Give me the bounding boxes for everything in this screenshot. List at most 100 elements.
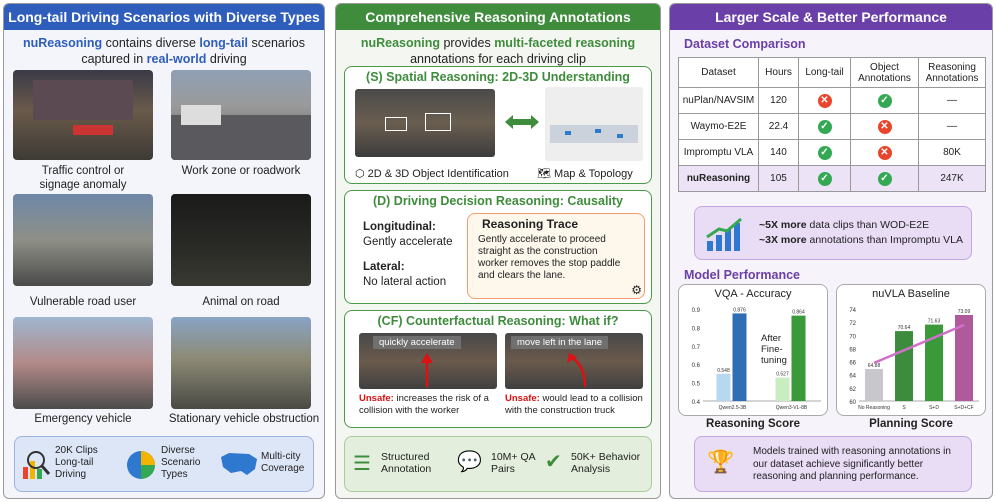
cf-image-a: quickly accelerate <box>359 333 497 389</box>
car-check-icon: ✔ <box>545 451 562 473</box>
table-cell-icon: ✕ <box>850 113 919 140</box>
y-tick-label: 68 <box>849 347 856 353</box>
table-cell: 80K <box>918 139 986 166</box>
summary-callout: 🏆 Models trained with reasoning annotati… <box>694 436 972 492</box>
data-label: 73.09 <box>958 309 971 315</box>
cross-icon: ✕ <box>817 93 832 108</box>
table-cell-icon: ✓ <box>798 113 851 140</box>
spatial-box: (S) Spatial Reasoning: 2D-3D Understandi… <box>344 66 652 184</box>
data-label: 0.876 <box>733 307 746 313</box>
panel-title: Comprehensive Reasoning Annotations <box>336 4 660 30</box>
scenario-image-workzone <box>171 70 311 160</box>
reasoning-trace-card: Reasoning Trace Gently accelerate to pro… <box>467 213 645 299</box>
x-tick-label: S+D <box>929 405 939 411</box>
stat-qa: 10M+ QA Pairs <box>491 451 536 475</box>
magnifier-chart-icon <box>23 451 51 479</box>
scenario-image-stationary <box>171 317 311 409</box>
cross-icon: ✕ <box>877 145 892 160</box>
table-cell: Impromptu VLA <box>678 139 759 166</box>
bar <box>775 377 790 401</box>
qa-bubble-icon: 💬 <box>457 451 482 473</box>
bev-map-image <box>545 87 643 161</box>
panel-intro: nuReasoning contains diverse long-tail s… <box>22 36 306 66</box>
table-cell-icon: ✓ <box>850 165 919 192</box>
caption-stationary: Stationary vehicle obstruction <box>168 413 320 425</box>
table-cell: 247K <box>918 165 986 192</box>
double-arrow-icon <box>505 115 539 129</box>
y-tick-label: 62 <box>849 387 856 393</box>
y-tick-label: 64 <box>849 374 856 380</box>
scale-line-1: ~5X more data clips than WOD-E2E <box>759 219 930 231</box>
cf-text-b: Unsafe: would lead to a collision with t… <box>505 393 643 416</box>
scale-callout: ~5X more data clips than WOD-E2E ~3X mor… <box>694 206 972 260</box>
counterfactual-title: (CF) Counterfactual Reasoning: What if? <box>377 314 619 328</box>
caption-animal: Animal on road <box>202 296 280 308</box>
data-label: 70.64 <box>898 325 911 331</box>
table-cell-icon: ✕ <box>850 139 919 166</box>
y-tick-label: 74 <box>849 308 856 314</box>
longitudinal-label: Longitudinal: <box>363 221 436 233</box>
bar <box>716 373 731 401</box>
caption-vru: Vulnerable road user <box>29 296 137 308</box>
spatial-feature-2d3d: ⬡ 2D & 3D Object Identification <box>355 168 509 180</box>
y-tick-label: 72 <box>849 321 856 327</box>
y-tick-label: 0.5 <box>692 382 701 388</box>
annotations-panel: Comprehensive Reasoning Annotations nuRe… <box>335 3 661 499</box>
spatial-title: (S) Spatial Reasoning: 2D-3D Understandi… <box>366 70 630 84</box>
planning-score-label: Planning Score <box>869 418 953 430</box>
table-cell: 22.4 <box>758 113 799 140</box>
check-icon: ✓ <box>817 145 832 160</box>
scale-line-2: ~3X more annotations than Impromptu VLA <box>759 234 964 246</box>
table-cell-icon: ✓ <box>798 139 851 166</box>
annotation-stats-bar: ☰ Structured Annotation 💬 10M+ QA Pairs … <box>344 436 652 492</box>
panel-title: Long-tail Driving Scenarios with Diverse… <box>4 4 324 30</box>
table-header: Dataset Hours Long-tail Object Annotatio… <box>678 57 986 88</box>
usa-map-icon <box>221 453 257 475</box>
decision-title: (D) Driving Decision Reasoning: Causalit… <box>372 194 624 208</box>
stat-structured: Structured Annotation <box>381 451 432 475</box>
long-tail-panel: Long-tail Driving Scenarios with Diverse… <box>3 3 325 499</box>
cf-label-a: quickly accelerate <box>373 336 461 349</box>
check-icon: ✓ <box>877 171 892 186</box>
stats-bar: 20K Clips Long-tail Driving Diverse Scen… <box>14 436 314 492</box>
red-curve-arrow-icon <box>567 353 587 387</box>
cf-image-b: move left in the lane <box>505 333 643 389</box>
comparison-table: Dataset Hours Long-tail Object Annotatio… <box>678 57 986 192</box>
x-tick-label: S <box>902 405 906 411</box>
y-tick-label: 0.8 <box>692 326 701 332</box>
spatial-feature-map: 🗺 Map & Topology <box>537 168 633 180</box>
y-tick-label: 70 <box>849 334 856 340</box>
panel-intro: nuReasoning provides multi-faceted reaso… <box>360 36 636 66</box>
y-tick-label: 0.7 <box>692 345 701 351</box>
table-cell-icon: ✕ <box>798 87 851 114</box>
spatial-camera-image <box>355 89 495 157</box>
x-tick-label: S+D+CF <box>954 405 973 411</box>
stat-clips: 20K Clips Long-tail Driving <box>55 445 98 480</box>
stat-types: Diverse Scenario Types <box>161 445 201 480</box>
scenario-image-vru <box>13 194 153 286</box>
table-cell-icon: ✓ <box>850 87 919 114</box>
scenario-image-animal <box>171 194 311 286</box>
bar <box>925 324 943 401</box>
decision-box: (D) Driving Decision Reasoning: Causalit… <box>344 190 652 304</box>
red-arrow-icon <box>421 353 433 387</box>
table-cell: 140 <box>758 139 799 166</box>
check-icon: ✓ <box>817 171 832 186</box>
x-tick-label: Qwen2.5-3B <box>719 405 747 411</box>
longitudinal-value: Gently accelerate <box>363 236 453 248</box>
reasoning-trace-text: Gently accelerate to proceed straight as… <box>478 234 621 281</box>
after-finetuning-label: After Fine- tuning <box>761 333 787 366</box>
check-icon: ✓ <box>817 119 832 134</box>
map-icon: 🗺 <box>537 168 551 180</box>
bar <box>865 368 883 401</box>
vla-chart-title: nuVLA Baseline <box>872 288 950 300</box>
table-cell: — <box>918 87 986 114</box>
caption-traffic: Traffic control or signage anomaly <box>39 165 127 191</box>
model-performance-title: Model Performance <box>684 268 801 282</box>
table-cell: Waymo-E2E <box>678 113 759 140</box>
